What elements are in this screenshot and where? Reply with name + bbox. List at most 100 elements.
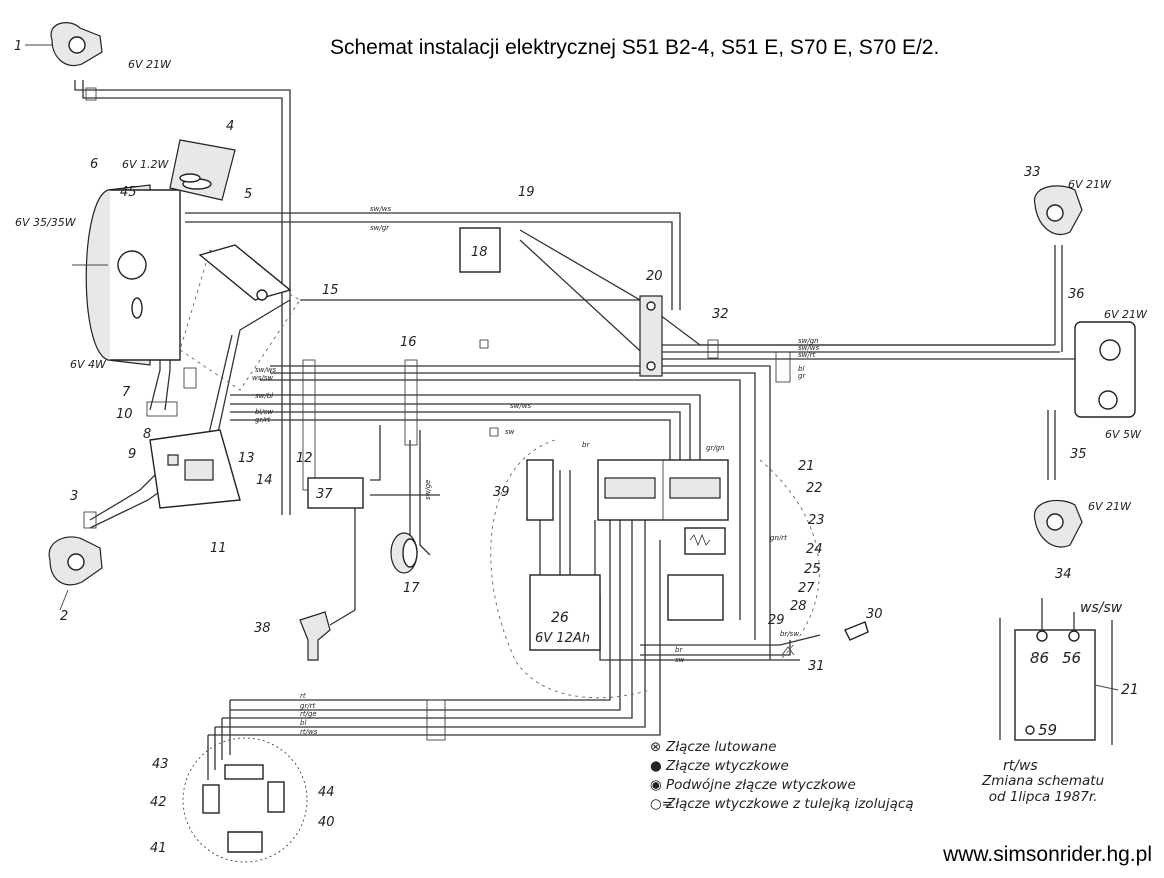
diagram-title: Schemat instalacji elektrycznej S51 B2-4… — [330, 36, 940, 59]
part-number: 8 — [143, 427, 151, 442]
part-number: 39 — [493, 485, 510, 500]
rating-battery: 6V 12Ah — [535, 631, 590, 646]
rating-parking: 6V 4W — [70, 358, 107, 371]
part-number: 43 — [152, 757, 169, 772]
wire-label: sw/gn — [798, 337, 819, 345]
wire-label: sw/ge — [424, 480, 432, 500]
part-number: 22 — [806, 481, 823, 496]
part-number: 15 — [322, 283, 339, 298]
wire-label: sw — [675, 656, 685, 664]
wire-label: sw/ws — [255, 366, 276, 374]
part-number: 5 — [244, 187, 252, 202]
detail-pin-56: 56 — [1062, 649, 1081, 667]
wire-label: bl — [300, 719, 306, 727]
part-number: 14 — [256, 473, 273, 488]
wire-label: sw/ws — [798, 344, 819, 352]
connector-39 — [526, 459, 554, 521]
part-number: 3 — [70, 489, 78, 504]
wire-color-labels: sw/ws sw/gr sw/gn sw/ws sw/rt bl gr sw/w… — [252, 205, 819, 736]
legend-text: Złącze wtyczkowe — [666, 758, 789, 774]
part-number: 2 — [60, 609, 68, 624]
part-number: 20 — [646, 269, 663, 284]
legend-item: ⊗Złącze lutowane — [650, 738, 914, 757]
part-number: 38 — [254, 621, 271, 636]
rating-rear-right-turn: 6V 21W — [1068, 178, 1112, 191]
legend-text: Złącze lutowane — [666, 739, 777, 755]
rear-brake-switch — [844, 621, 869, 641]
wire-label: gr/rt — [255, 416, 271, 424]
wire-label: sw — [505, 428, 515, 436]
part-number: 19 — [518, 185, 535, 200]
footer-url[interactable]: www.simsonrider.hg.pl — [943, 843, 1152, 866]
brake-switch-31 — [781, 646, 795, 656]
wire-label: sw/ws — [510, 402, 531, 410]
part-number: 37 — [316, 487, 333, 502]
part-number: 27 — [798, 581, 815, 596]
legend-symbol: ⊗ — [650, 739, 662, 755]
front-left-turn-lamp — [25, 22, 103, 67]
part-number: 34 — [1055, 567, 1072, 582]
part-number: 4 — [226, 119, 234, 134]
legend-item: ●Złącze wtyczkowe — [650, 757, 914, 776]
part-number: 35 — [1070, 447, 1087, 462]
part-number: 16 — [400, 335, 417, 350]
part-number: 33 — [1024, 165, 1041, 180]
change-note: Zmiana schematu od 1lipca 1987r. — [982, 773, 1104, 805]
legend-item: ◉Podwójne złącze wtyczkowe — [650, 776, 914, 795]
part-number: 11 — [210, 541, 227, 556]
part-number: 28 — [790, 599, 807, 614]
part-number: 13 — [238, 451, 255, 466]
legend: ⊗Złącze lutowane ●Złącze wtyczkowe ◉Podw… — [650, 738, 914, 814]
wire-label: bl — [798, 365, 804, 373]
part-number: 23 — [808, 513, 825, 528]
detail-pin-86: 86 — [1030, 649, 1049, 667]
detail-part-21: 21 — [1121, 682, 1139, 698]
part-number: 7 — [122, 385, 131, 400]
wire-label: sw/ws — [370, 205, 391, 213]
legend-symbol: ● — [650, 758, 662, 774]
rating-rear-left-turn: 6V 21W — [1088, 500, 1132, 513]
detail-wire-top: ws/sw — [1080, 600, 1123, 616]
horn — [390, 532, 418, 574]
wire-label: sw/rt — [798, 351, 816, 359]
wire-label: gn/rt — [770, 534, 787, 542]
part-number: 17 — [403, 581, 420, 596]
rating-tail-small: 6V 5W — [1105, 428, 1142, 441]
detail-pin-59: 59 — [1038, 721, 1057, 739]
spark-plug-cap — [299, 611, 331, 661]
detail-wire-bottom: rt/ws — [1003, 758, 1038, 774]
wire-label: br — [675, 646, 683, 654]
rating-front-left-turn: 6V 21W — [128, 58, 172, 71]
part-number: 21 — [798, 459, 815, 474]
part-number: 24 — [806, 542, 823, 557]
part-number: 10 — [116, 407, 133, 422]
part-number: 44 — [318, 785, 335, 800]
relay-27 — [667, 574, 724, 621]
part-number: 9 — [128, 447, 136, 462]
ignition-lock — [198, 244, 292, 301]
front-right-turn-lamp — [48, 536, 103, 611]
part-number: 32 — [712, 307, 729, 322]
wire-label: br/sw — [780, 630, 799, 638]
speedometer — [169, 139, 236, 201]
rating-tail-stop: 6V 21W — [1104, 308, 1148, 321]
rear-right-turn-lamp — [1033, 185, 1083, 235]
rear-left-turn-lamp — [1033, 499, 1083, 548]
voltage-regulator — [459, 227, 501, 273]
tail-lamp — [1074, 321, 1136, 418]
ignition-coil — [307, 477, 364, 509]
flasher-relay — [684, 527, 726, 555]
wire-label: br — [582, 441, 590, 449]
rating-headlight: 6V 35/35W — [15, 216, 77, 229]
splice-marks — [85, 87, 791, 741]
part-number: 41 — [150, 841, 167, 856]
legend-item: ○=Złącze wtyczkowe z tulejką izolującą — [650, 795, 914, 814]
part-number: 36 — [1068, 287, 1085, 302]
ratings: 6V 21W 6V 35/35W 6V 4W 6V 1.2W 6V 21W 6V… — [15, 58, 1148, 646]
wire-label: gr — [798, 372, 806, 380]
wire-label: rt — [300, 692, 306, 700]
legend-symbol: ○= — [650, 796, 674, 812]
part-number: 26 — [551, 610, 569, 626]
